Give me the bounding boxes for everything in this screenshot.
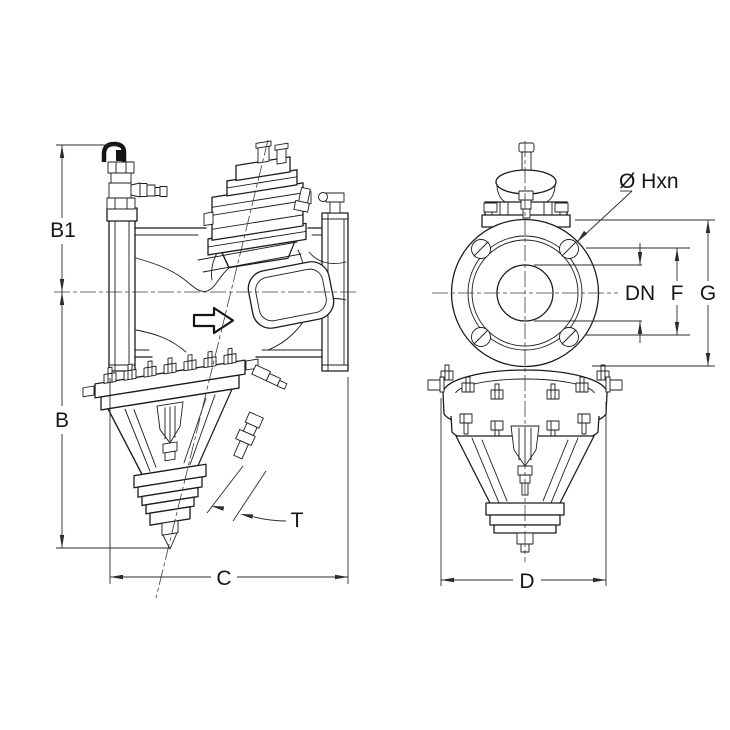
bolt-hole <box>471 327 491 347</box>
pilot-tube-hook <box>101 141 127 162</box>
dimension-g: G <box>575 219 716 367</box>
actuator-bell <box>481 142 571 228</box>
dim-label-f: F <box>671 282 684 305</box>
dimension-dn: DN <box>534 243 655 343</box>
bonnet-cartridge <box>203 140 312 269</box>
dim-label-b1: B1 <box>50 219 76 242</box>
bonnet-side-plug <box>293 186 311 213</box>
flange-top-bolt <box>318 192 345 214</box>
internal-seat-cartridge <box>197 241 335 329</box>
callout-bolt-holes: Ø Hxn <box>576 170 679 243</box>
dimension-t: T <box>206 465 304 532</box>
bolt-hole <box>559 327 579 347</box>
flow-direction-arrow <box>192 306 235 335</box>
valve-front-view: Ø Hxn DN F <box>427 141 716 593</box>
dim-label-g: G <box>700 282 716 305</box>
dimension-b1-b: B1 B <box>50 144 170 549</box>
pilot-fitting <box>101 141 168 222</box>
diaphragm-actuator-cone <box>82 347 259 550</box>
dimension-c: C <box>109 377 349 590</box>
dim-label-d: D <box>519 570 534 593</box>
dim-label-b: B <box>55 409 69 432</box>
dimension-d: D <box>440 398 607 593</box>
dim-label-hxn: Ø Hxn <box>619 170 679 193</box>
bolt-hole <box>471 239 491 259</box>
cartridge-axis-centerline <box>155 139 269 599</box>
bolt-hole <box>559 239 579 259</box>
diaphragm-actuator-front <box>427 364 623 553</box>
rim-fitting <box>251 364 288 390</box>
drain-cock <box>233 411 264 460</box>
dim-label-c: C <box>216 567 231 590</box>
dim-label-dn: DN <box>625 282 655 305</box>
dim-label-t: T <box>291 509 304 532</box>
dimension-f: F <box>586 247 690 336</box>
valve-side-view: B1 B C T <box>50 139 358 599</box>
